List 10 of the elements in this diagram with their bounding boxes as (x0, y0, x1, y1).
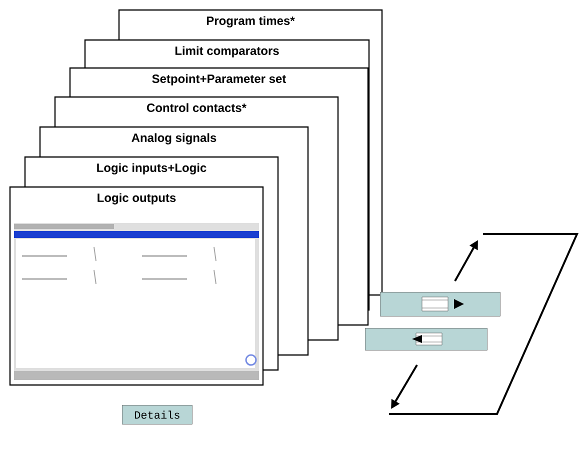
card-title: Analog signals (132, 133, 216, 144)
card-title: Logic inputs+Logic (97, 163, 206, 174)
card-title: Limit comparators (175, 46, 279, 58)
card-title: Control contacts* (146, 103, 246, 112)
card-title: Program times* (206, 16, 295, 28)
card-title: Setpoint+Parameter set (152, 74, 286, 86)
details-button: Details (122, 405, 192, 424)
card-title: Logic outputs (98, 193, 176, 204)
previous-button (365, 328, 488, 350)
next-button (380, 292, 500, 316)
